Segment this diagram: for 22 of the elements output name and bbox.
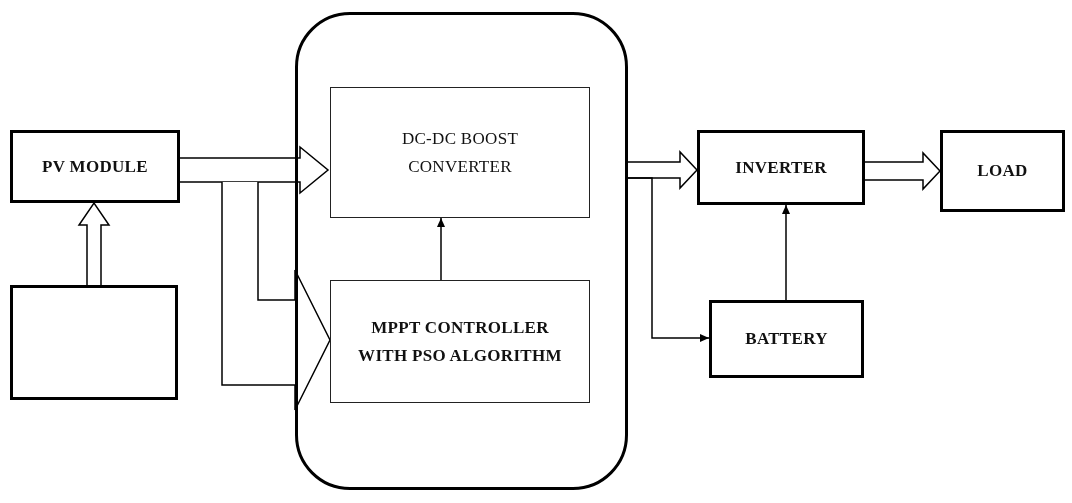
box-label: MPPT CONTROLLER WITH PSO ALGORITHM [357,317,563,367]
block-box [10,285,178,400]
hollow-arrow [221,181,331,411]
hollow-arrow [627,150,699,190]
arrow [437,217,445,281]
arrow [782,204,790,301]
box-label: DC-DC BOOST CONVERTER [400,128,520,178]
hollow-arrow [77,201,111,286]
box-label: INVERTER [735,156,827,179]
hollow-arrow [179,145,330,195]
process-box [940,130,1065,212]
box-label: PV MODULE [42,155,148,178]
box-label: LOAD [977,160,1028,183]
process-box [330,280,590,403]
process-box [330,87,590,218]
process-box [10,130,180,203]
hollow-arrow [864,151,942,191]
box-label: BATTERY [745,328,828,351]
rounded-container [295,12,628,490]
arrow [627,177,710,342]
process-box [709,300,864,378]
process-box [697,130,865,205]
